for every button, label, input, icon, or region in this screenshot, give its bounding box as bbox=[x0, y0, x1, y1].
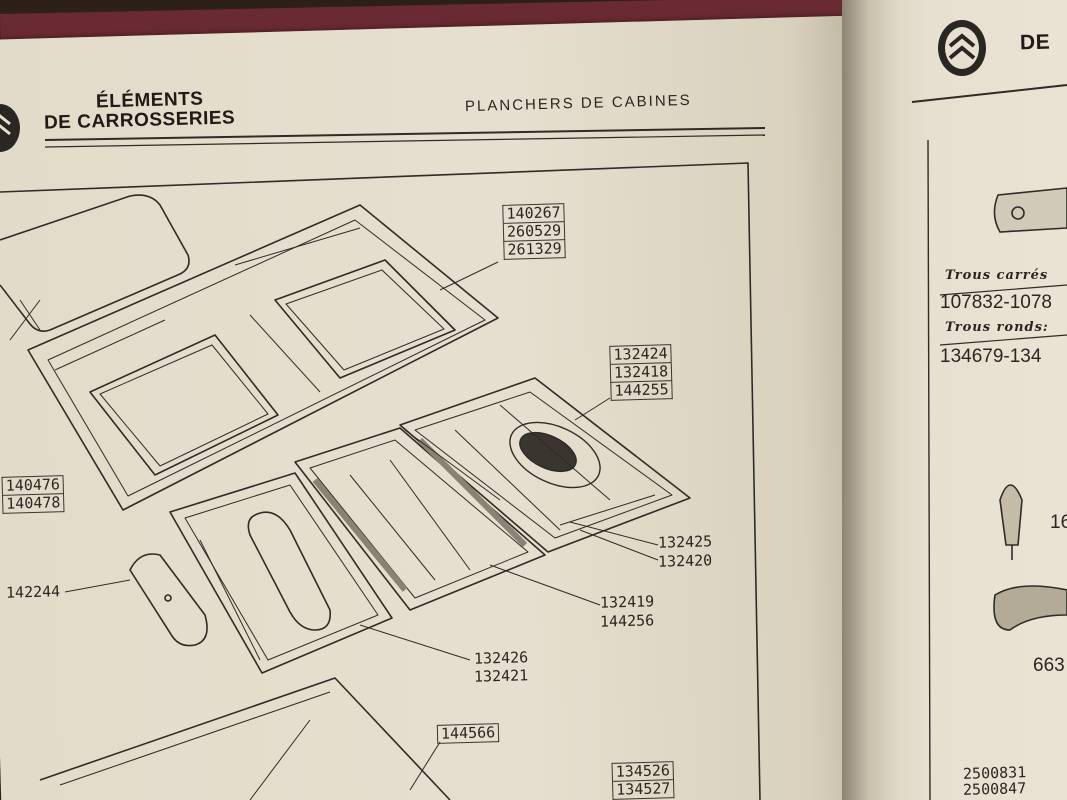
trous-ronds-codes: 134679-134 bbox=[940, 346, 1042, 367]
trous-carres-label: Trous carrés bbox=[945, 268, 1049, 283]
top-left-panel bbox=[0, 194, 190, 332]
top-floor-panel bbox=[27, 204, 499, 511]
callout-132421: 132421 bbox=[473, 666, 529, 686]
leader-132419 bbox=[489, 564, 601, 606]
right-part-663: 663 bbox=[1033, 655, 1065, 676]
right-page-drawings bbox=[911, 84, 1067, 800]
callout-code: 140478 bbox=[2, 493, 65, 514]
callout-code: 144255 bbox=[610, 380, 673, 401]
callout-code: 144566 bbox=[436, 723, 500, 744]
right-header: DE bbox=[1019, 30, 1051, 55]
citroen-logo-right bbox=[938, 20, 986, 76]
middle-floor-panel bbox=[294, 427, 546, 611]
drawing-frame bbox=[0, 162, 761, 800]
right-floor-panel bbox=[399, 377, 691, 553]
citroen-logo-left bbox=[0, 104, 20, 152]
callout-code: 261329 bbox=[503, 239, 566, 260]
callout-144256: 144256 bbox=[599, 611, 655, 631]
left-floor-panel bbox=[169, 472, 393, 674]
callout-stack-bottom-right: 134526 134527 bbox=[611, 761, 675, 800]
right-part-label: 16 bbox=[1050, 512, 1067, 533]
callout-132425: 132425 bbox=[657, 532, 713, 552]
callout-132426: 132426 bbox=[473, 648, 529, 668]
callout-132419: 132419 bbox=[599, 592, 655, 612]
bottom-panel bbox=[39, 677, 451, 800]
leader-132425 bbox=[569, 521, 659, 546]
small-plate bbox=[129, 553, 208, 647]
callout-stack-top: 140267 260529 261329 bbox=[502, 203, 566, 260]
callout-box-bottom: 144566 bbox=[436, 723, 500, 744]
callout-132420: 132420 bbox=[657, 551, 713, 571]
book-gutter bbox=[842, 0, 902, 800]
callout-142244: 142244 bbox=[5, 582, 61, 602]
header-rule-bottom bbox=[44, 134, 766, 148]
leader-right bbox=[574, 397, 611, 421]
callout-stack-left: 140476 140478 bbox=[1, 475, 65, 514]
trous-carres-codes: 107832-1078 bbox=[940, 292, 1052, 313]
leader-144566 bbox=[409, 741, 441, 791]
right-bottom-code-2: 2500847 bbox=[962, 779, 1027, 799]
leader-132420 bbox=[579, 529, 659, 561]
leader-132426 bbox=[359, 624, 471, 661]
callout-code: 134527 bbox=[612, 779, 675, 800]
leader-142244 bbox=[64, 579, 131, 593]
header-rule-top bbox=[44, 127, 766, 141]
leader-top bbox=[439, 261, 499, 291]
leader-left bbox=[9, 299, 41, 341]
callout-stack-right: 132424 132418 144255 bbox=[609, 344, 673, 401]
trous-ronds-label: Trous ronds: bbox=[945, 320, 1049, 335]
